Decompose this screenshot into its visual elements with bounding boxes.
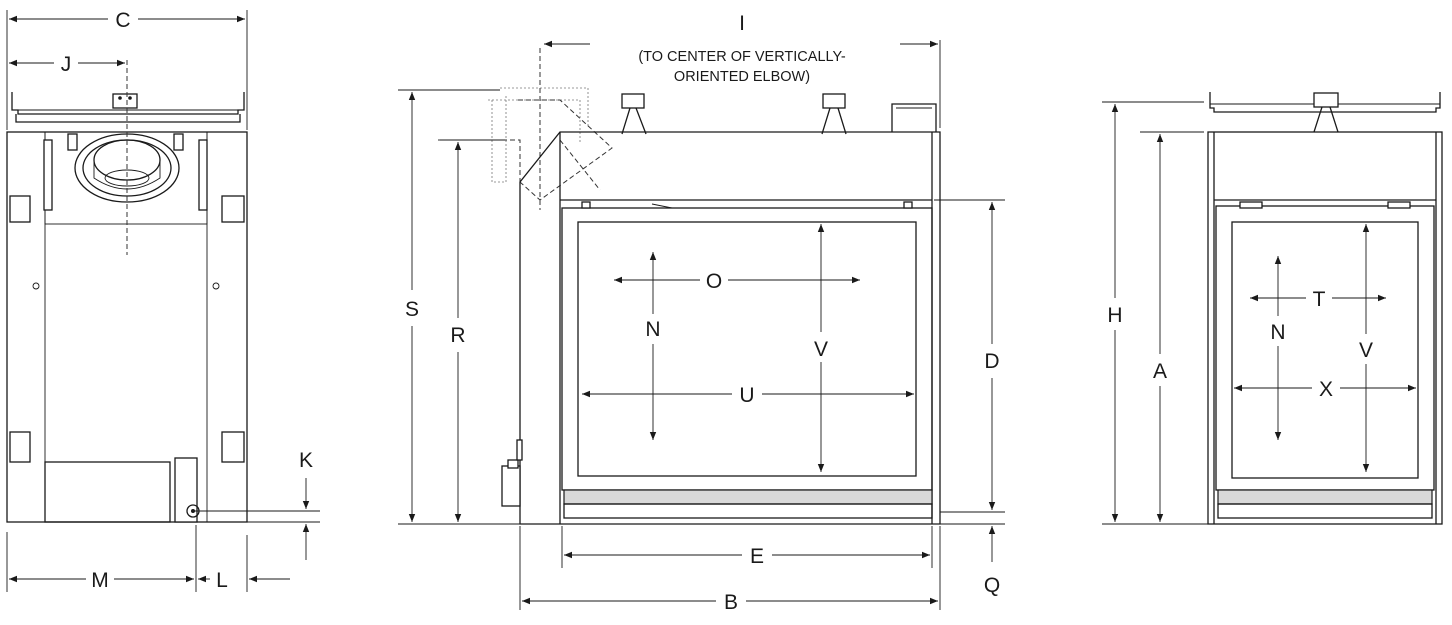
label-V-front: V [814,338,828,361]
rear-top-bracket [1313,92,1339,108]
label-L: L [216,569,228,592]
front-glass-frame [561,207,933,491]
label-N-rear: N [1270,321,1285,344]
label-U: U [739,384,754,407]
rear-glass-opening [1231,221,1419,479]
rear-bottom-trim [1217,489,1433,505]
label-S: S [405,298,419,321]
rear-view: H A T N V X [1102,92,1443,525]
label-A: A [1153,360,1167,383]
label-M: M [91,569,109,592]
label-E: E [750,545,764,568]
label-I-note-1: (TO CENTER OF VERTICALLY- [638,49,846,65]
label-J: J [61,53,72,76]
label-R: R [450,324,465,347]
side-right-rail [198,139,208,211]
label-N-front: N [645,318,660,341]
label-H: H [1107,304,1122,327]
side-left-rail [43,139,53,211]
side-view: C J K M L [6,9,320,592]
label-D: D [984,350,999,373]
rear-body-outline [1207,131,1443,525]
rear-glass-frame [1215,205,1435,491]
side-top-bracket [112,93,138,109]
front-glass-opening [577,221,917,477]
label-T: T [1313,288,1326,311]
control-box [501,465,521,507]
front-bottom-trim [563,489,933,505]
label-Q: Q [984,574,1000,597]
label-O: O [706,270,722,293]
label-C: C [115,9,130,32]
label-V-rear: V [1359,339,1373,362]
label-I: I [739,12,745,35]
label-B: B [724,591,738,614]
front-bracket-left [621,93,645,109]
label-X: X [1319,378,1333,401]
label-I-note-2: ORIENTED ELBOW) [674,69,810,85]
front-view: I (TO CENTER OF VERTICALLY- ORIENTED ELB… [398,12,1005,614]
front-housing [519,131,941,525]
front-bracket-right [822,93,846,109]
label-K: K [299,449,313,472]
